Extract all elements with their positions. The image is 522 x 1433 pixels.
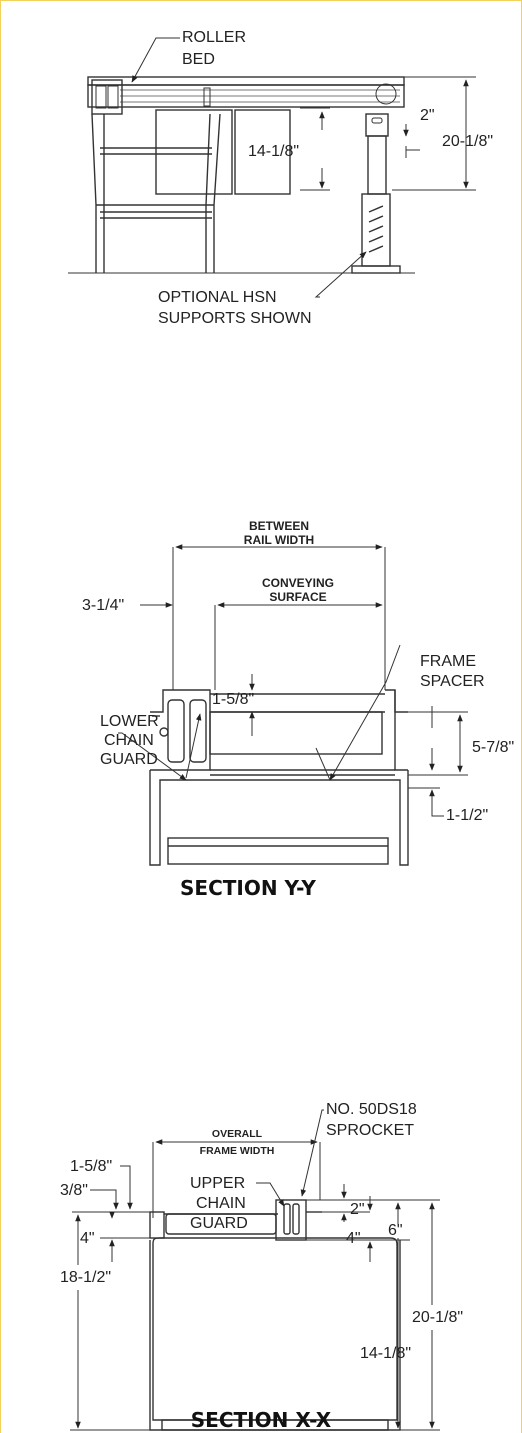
label-guard: GUARD [100, 751, 158, 768]
dim-1-5-8: 1-5/8" [212, 691, 254, 708]
end-pulley [375, 83, 397, 105]
dim-18-1-2: 18-1/2" [60, 1269, 111, 1286]
dim-2: 2" [350, 1201, 365, 1218]
right-frame [275, 1199, 307, 1241]
dim-14-1-8: 14-1/8" [248, 143, 299, 160]
sprocket-plate-2 [292, 1203, 300, 1235]
label-sprocket-no: NO. 50DS18 [326, 1101, 417, 1118]
label-chain: CHAIN [104, 732, 154, 749]
motor-block [155, 109, 233, 195]
sprocket-plate-1 [283, 1203, 291, 1235]
dim-1-5-8: 1-5/8" [70, 1158, 112, 1175]
hsn-support-lower [361, 193, 391, 267]
lower-chain-guard [149, 770, 409, 866]
reducer-block [234, 109, 291, 195]
label-surface: SURFACE [269, 590, 326, 604]
drive-housing [149, 1240, 401, 1431]
dim-5-7-8: 5-7/8" [472, 739, 514, 756]
roller-bed-frame [87, 84, 405, 108]
hsn-support-upper [367, 135, 387, 195]
label-lower: LOWER [100, 713, 159, 730]
dim-20-1-8: 20-1/8" [442, 133, 493, 150]
hsn-base-plate [351, 265, 401, 274]
label-rail-width: RAIL WIDTH [244, 533, 314, 547]
dim-2: 2" [420, 107, 435, 124]
lower-chain-guard-bottom [167, 837, 389, 865]
dim-4-left: 4" [80, 1230, 95, 1247]
sprocket-right [189, 699, 207, 763]
label-frame-width: FRAME WIDTH [200, 1145, 275, 1157]
hsn-support-head [365, 113, 389, 137]
section-yy-title: SECTION Y-Y [180, 876, 316, 900]
label-upper: UPPER [190, 1175, 245, 1192]
left-frame-rail [150, 689, 211, 771]
dim-3-1-4: 3-1/4" [82, 597, 124, 614]
section-xx-title: SECTION X-X [190, 1408, 332, 1432]
label-optional: OPTIONAL HSN [158, 289, 277, 306]
roller-bed-top [87, 76, 405, 86]
section-yy: BETWEEN RAIL WIDTH CONVEYING SURFACE 3-1… [82, 519, 514, 900]
label-overall: OVERALL [212, 1128, 263, 1140]
drive-box [91, 79, 123, 115]
section-xx: OVERALL FRAME WIDTH NO. 50DS18 SPROCKET … [60, 1101, 463, 1431]
dim-4-right: 4" [346, 1230, 361, 1247]
label-between: BETWEEN [249, 519, 309, 533]
label-supports: SUPPORTS SHOWN [158, 310, 312, 327]
dim-6: 6" [388, 1222, 403, 1239]
label-spacer: SPACER [420, 673, 485, 690]
label-bed: BED [182, 51, 215, 68]
dim-1-1-2: 1-1/2" [446, 807, 488, 824]
sprocket-left [167, 699, 185, 763]
dim-14-1-8: 14-1/8" [360, 1345, 411, 1362]
label-roller: ROLLER [182, 29, 246, 46]
label-chain: CHAIN [196, 1195, 246, 1212]
side-view: ROLLER BED 2" 20-1/8" 14-1/8" OPTIONAL H… [68, 29, 493, 327]
label-frame: FRAME [420, 653, 476, 670]
right-frame-rail [394, 690, 408, 771]
left-frame [149, 1211, 165, 1239]
label-sprocket: SPROCKET [326, 1122, 414, 1139]
roller [165, 1213, 277, 1235]
left-leg-outer [91, 113, 97, 273]
label-guard: GUARD [190, 1215, 248, 1232]
label-conveying: CONVEYING [262, 576, 334, 590]
dim-3-8: 3/8" [60, 1182, 88, 1199]
dim-20-1-8: 20-1/8" [412, 1309, 463, 1326]
roller [209, 711, 383, 755]
